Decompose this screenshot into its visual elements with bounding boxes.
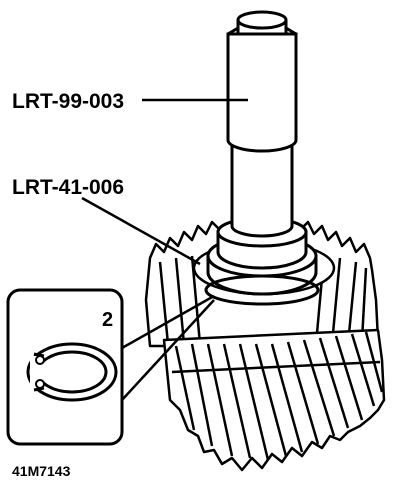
label-tool-1: LRT-99-003 — [12, 90, 124, 113]
label-tool-2: LRT-41-006 — [12, 176, 124, 199]
inset-box — [6, 288, 124, 446]
inset-number-label: 2 — [102, 309, 113, 331]
leader-tool-2 — [81, 196, 201, 266]
gear-cluster — [144, 220, 386, 472]
circlip-icon — [26, 342, 118, 402]
tool-shaft — [206, 10, 318, 296]
circlip-detail — [121, 274, 320, 401]
figure-code: 41M7143 — [12, 463, 71, 479]
